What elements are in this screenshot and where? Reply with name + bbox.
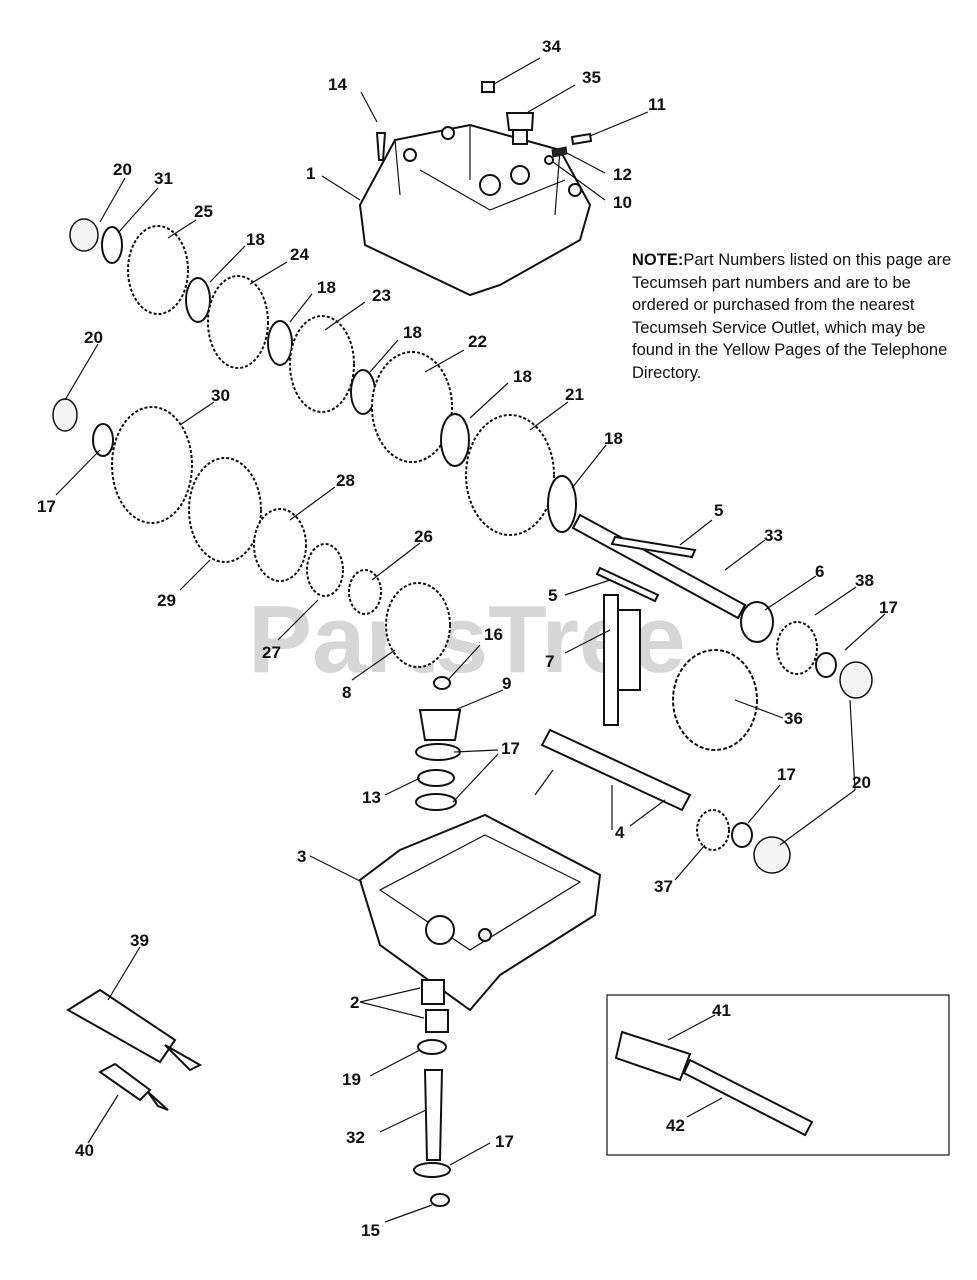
upper-housing	[358, 123, 592, 297]
part-11	[570, 132, 593, 146]
label-27: 27	[262, 643, 281, 662]
label-20: 20	[852, 773, 871, 792]
label-40: 40	[75, 1141, 94, 1160]
label-20: 20	[84, 328, 103, 347]
label-26: 26	[414, 527, 433, 546]
label-42: 42	[666, 1116, 685, 1135]
label-19: 19	[342, 1070, 361, 1089]
label-35: 35	[582, 68, 601, 87]
sealant-tubes	[66, 988, 203, 1111]
label-36: 36	[784, 709, 803, 728]
label-11: 11	[648, 95, 666, 114]
label-2: 2	[350, 993, 359, 1012]
label-18: 18	[604, 429, 623, 448]
label-13: 13	[362, 788, 381, 807]
label-37: 37	[654, 877, 673, 896]
label-17: 17	[37, 497, 56, 516]
shafts-and-chain	[415, 513, 873, 874]
label-9: 9	[502, 674, 511, 693]
lower-housing	[358, 813, 602, 1012]
label-6: 6	[815, 562, 824, 581]
label-16: 16	[484, 625, 503, 644]
part-12	[551, 146, 568, 158]
label-17: 17	[879, 598, 898, 617]
label-5: 5	[714, 501, 723, 520]
part-35	[505, 112, 535, 131]
label-4: 4	[615, 823, 625, 842]
label-22: 22	[468, 332, 487, 351]
label-1: 1	[306, 164, 315, 183]
label-8: 8	[342, 683, 351, 702]
gear-stack	[52, 218, 577, 668]
label-18: 18	[403, 323, 422, 342]
label-17: 17	[501, 739, 520, 758]
label-29: 29	[157, 591, 176, 610]
lower-parts	[413, 979, 451, 1207]
label-41: 41	[712, 1001, 731, 1020]
part-10	[544, 155, 554, 165]
label-31: 31	[154, 169, 173, 188]
note-prefix: NOTE:	[632, 251, 684, 269]
label-38: 38	[855, 571, 874, 590]
label-18: 18	[513, 367, 532, 386]
part-14	[375, 132, 387, 161]
label-34: 34	[542, 37, 561, 56]
label-17: 17	[777, 765, 796, 784]
note-text: NOTE:Part Numbers listed on this page ar…	[632, 249, 952, 384]
label-14: 14	[328, 75, 347, 94]
label-23: 23	[372, 286, 391, 305]
inset-box	[606, 994, 950, 1156]
note-body: Part Numbers listed on this page are Tec…	[632, 251, 952, 382]
label-33: 33	[764, 526, 783, 545]
label-10: 10	[613, 193, 632, 212]
label-12: 12	[613, 165, 632, 184]
leader-lines	[55, 57, 886, 1223]
label-15: 15	[361, 1221, 380, 1240]
part-labels: 34 35 14 11 12 10 1 20 31 25 18 24 18 23…	[37, 37, 898, 1240]
label-39: 39	[130, 931, 149, 950]
label-7: 7	[545, 652, 554, 671]
label-3: 3	[297, 847, 306, 866]
label-17: 17	[495, 1132, 514, 1151]
label-18: 18	[317, 278, 336, 297]
label-30: 30	[211, 386, 230, 405]
label-25: 25	[194, 202, 213, 221]
label-5: 5	[548, 586, 557, 605]
label-32: 32	[346, 1128, 365, 1147]
label-21: 21	[565, 385, 584, 404]
label-28: 28	[336, 471, 355, 490]
label-18: 18	[246, 230, 265, 249]
label-20: 20	[113, 160, 132, 179]
part-34	[481, 81, 495, 93]
label-24: 24	[290, 245, 309, 264]
